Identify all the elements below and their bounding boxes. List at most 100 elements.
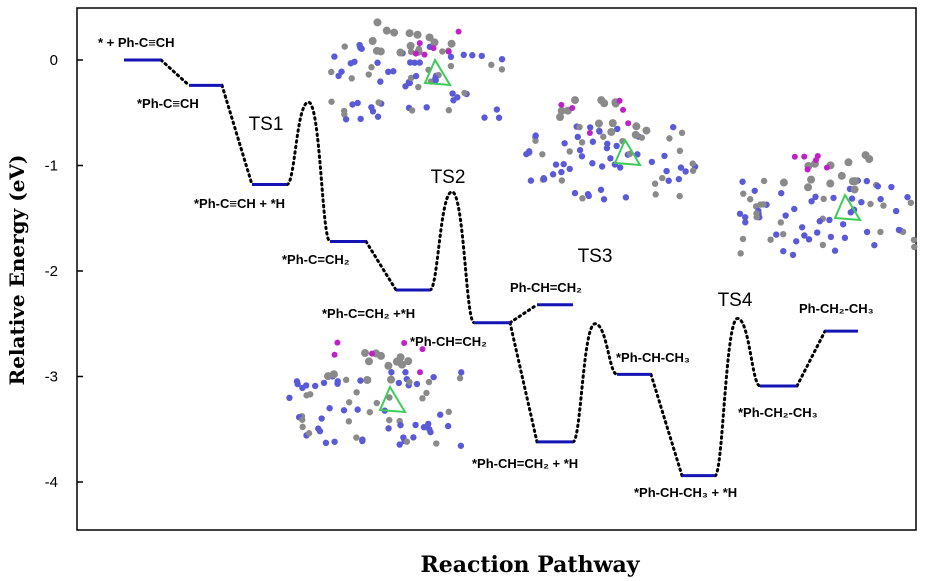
atom: [412, 72, 420, 80]
atom: [780, 230, 787, 238]
atom: [488, 61, 495, 69]
atom: [816, 218, 823, 225]
y-axis-title: Relative Energy (eV): [5, 155, 29, 386]
atom: [426, 426, 433, 433]
atom: [589, 160, 596, 167]
atom: [454, 94, 461, 101]
atom: [549, 171, 557, 178]
atom: [677, 164, 685, 171]
ts-barrier: [285, 100, 332, 243]
atom: [737, 250, 744, 257]
atom: [407, 48, 415, 55]
atom: [801, 232, 808, 239]
atom: [892, 207, 900, 215]
atom: [469, 52, 476, 59]
atom: [386, 416, 393, 424]
atom: [651, 180, 659, 187]
atom: [826, 179, 835, 188]
atom: [597, 186, 605, 193]
metal-cluster: [613, 137, 642, 167]
atom: [742, 219, 749, 226]
connector: [795, 329, 827, 388]
atom: [767, 236, 774, 243]
atom: [540, 174, 547, 182]
atom: [444, 422, 452, 430]
atom: [353, 434, 360, 441]
atom: [364, 357, 373, 366]
ts-barrier: [571, 322, 619, 444]
atom: [363, 376, 372, 385]
atom: [286, 394, 293, 402]
atom: [384, 361, 393, 370]
atom: [820, 195, 827, 203]
metal-cluster: [833, 192, 862, 222]
state-label: * + Ph-C≡CH: [98, 35, 175, 50]
atom: [377, 351, 386, 360]
atom: [311, 382, 319, 390]
atom: [858, 198, 865, 206]
atom: [773, 231, 780, 238]
atom: [579, 195, 586, 202]
atom: [614, 125, 621, 133]
ts-label: TS1: [249, 114, 284, 135]
atom: [877, 228, 884, 236]
atom: [356, 41, 363, 49]
molecule-structure-1: [328, 18, 506, 123]
atom: [571, 96, 580, 105]
atom: [498, 55, 506, 63]
atom: [405, 29, 414, 38]
atom: [652, 191, 659, 198]
atom: [354, 99, 361, 107]
atom: [495, 114, 503, 121]
atom: [368, 64, 375, 71]
atom: [481, 114, 488, 121]
atom: [804, 166, 811, 173]
atom: [445, 48, 452, 55]
atom: [532, 137, 539, 144]
atom: [808, 198, 815, 205]
atom: [525, 148, 533, 155]
atom: [478, 52, 485, 60]
atom: [396, 48, 405, 57]
atom: [348, 75, 355, 82]
atom: [793, 238, 800, 245]
state-label: Ph-CH=CH₂: [510, 280, 582, 295]
atom: [385, 68, 392, 76]
state-label: *Ph-CH₂-CH₃: [738, 405, 818, 420]
atom: [558, 168, 565, 176]
atom: [791, 205, 798, 213]
atom: [345, 399, 353, 406]
atom: [689, 160, 696, 167]
y-tick-label: -2: [45, 263, 58, 280]
atom: [299, 416, 306, 423]
atom: [613, 142, 620, 150]
atom: [804, 183, 813, 192]
atom: [374, 113, 382, 120]
atom: [841, 234, 849, 242]
atom: [603, 144, 611, 152]
atom: [322, 439, 330, 447]
atom: [447, 39, 456, 48]
atom: [837, 171, 846, 180]
atom: [666, 135, 673, 142]
atom: [678, 129, 686, 137]
atom: [823, 164, 830, 171]
atom: [423, 104, 430, 111]
atom: [390, 28, 399, 37]
state-label: *Ph-CH-CH₃: [616, 350, 690, 365]
atom: [813, 157, 820, 164]
atom: [342, 376, 350, 384]
atom: [412, 50, 419, 57]
atom: [742, 214, 749, 221]
atom: [607, 155, 614, 162]
atom: [493, 106, 501, 113]
state-label: *Ph-C=CH₂: [282, 252, 350, 267]
atom: [406, 41, 415, 50]
atom: [425, 420, 432, 428]
y-ticks: 0-1-2-3-4: [45, 52, 83, 491]
atom: [412, 421, 419, 429]
atom: [760, 201, 767, 208]
atom: [416, 40, 423, 47]
